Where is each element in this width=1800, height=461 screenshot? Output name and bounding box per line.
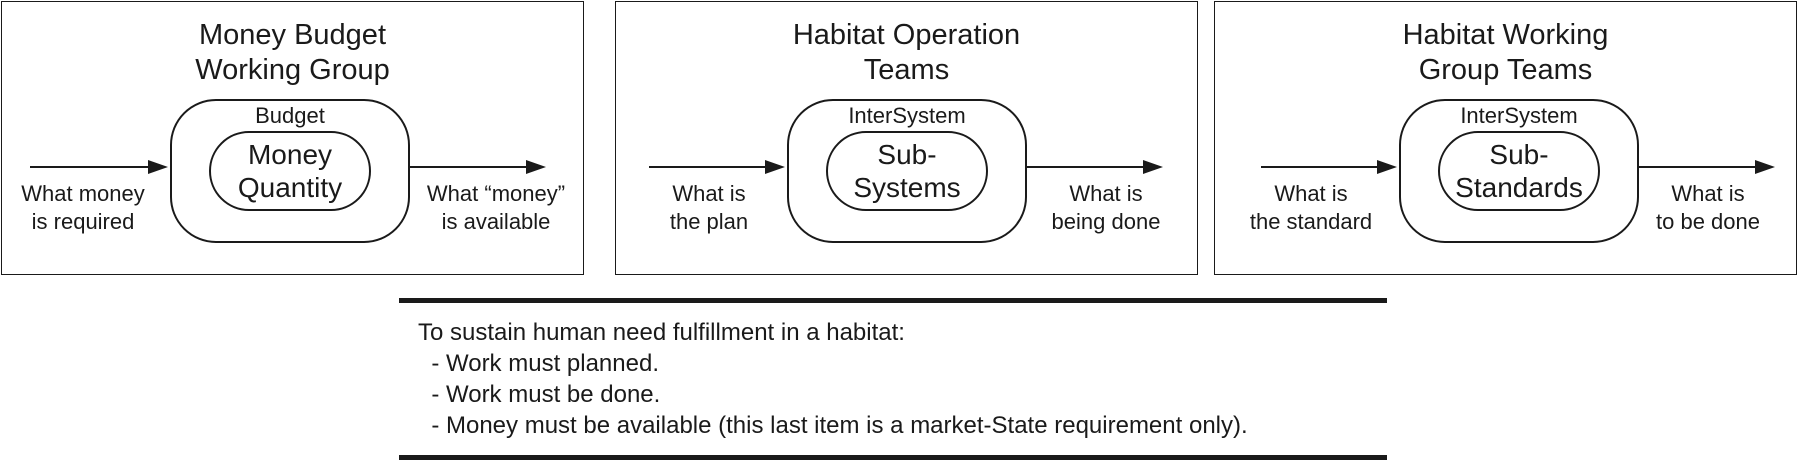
panel-habitat-operation: Habitat Operation Teams What is the plan… [615,1,1198,275]
output-arrow [410,160,546,174]
sub-systems-inner-box: Sub- Systems [826,131,988,211]
note-heading: To sustain human need fulfillment in a h… [418,319,905,346]
input-arrow [649,160,785,174]
input-label: What is the standard [1249,181,1373,234]
top-divider [399,298,1387,303]
intersystem-outer-box: InterSystem Sub- Standards [1399,99,1639,243]
inner-box-label: Sub- Standards [1455,139,1583,203]
money-quantity-inner-box: Money Quantity [209,131,371,211]
outer-box-label: InterSystem [1460,103,1578,128]
input-label: What money is required [21,181,145,234]
panel-habitat-working-group: Habitat Working Group Teams What is the … [1214,1,1797,275]
output-arrow [1027,160,1163,174]
sub-standards-inner-box: Sub- Standards [1438,131,1600,211]
input-label: What is the plan [669,181,749,234]
input-arrow [30,160,168,174]
output-label: What “money” is available [426,181,566,234]
output-arrow [1639,160,1775,174]
outer-box-label: Budget [255,103,325,128]
bottom-divider [399,455,1387,460]
panel-title: Habitat Working Group Teams [1402,19,1609,86]
note-item: - Money must be available (this last ite… [418,412,1248,439]
note-item: - Work must planned. [418,350,659,377]
panel-money-budget: Money Budget Working Group What money is… [1,1,584,275]
requirements-note: To sustain human need fulfillment in a h… [418,317,1378,441]
output-label: What is being done [1051,181,1161,234]
note-item: - Work must be done. [418,381,661,408]
budget-outer-box: Budget Money Quantity [170,99,410,243]
input-arrow [1261,160,1397,174]
inner-box-label: Sub- Systems [853,139,961,203]
intersystem-outer-box: InterSystem Sub- Systems [787,99,1027,243]
output-label: What is to be done [1656,181,1760,234]
panel-title: Habitat Operation Teams [792,19,1021,86]
outer-box-label: InterSystem [848,103,966,128]
inner-box-label: Money Quantity [237,139,343,203]
panel-title: Money Budget Working Group [195,19,390,86]
